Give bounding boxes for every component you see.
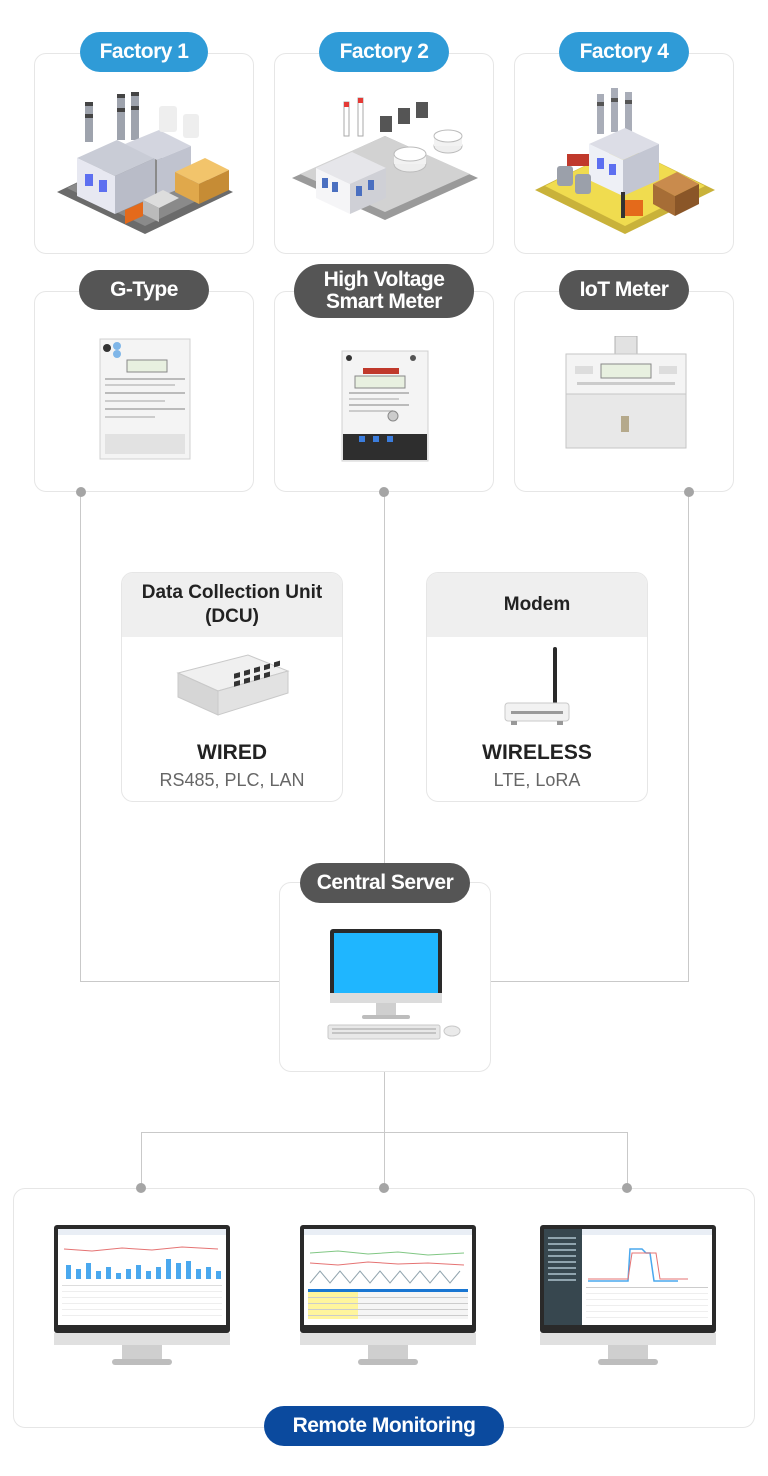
connector-line: [80, 492, 81, 982]
comm-card-modem: Modem WIRELESS LTE, LoRA: [426, 572, 648, 802]
central-server-label: Central Server: [300, 863, 470, 903]
wifi-router-icon: [504, 647, 570, 725]
comm-protocols-wired: RS485, PLC, LAN: [159, 770, 305, 790]
factory-label-1: Factory 1: [80, 32, 208, 72]
meter-label-iot: IoT Meter: [559, 270, 689, 310]
connector-dot: [684, 487, 694, 497]
connector-line: [627, 1132, 628, 1188]
connector-line: [688, 492, 689, 982]
factory-label-4: Factory 4: [559, 32, 689, 72]
meter-label-g-type: G-Type: [79, 270, 209, 310]
comm-header-line: Modem: [503, 594, 571, 615]
comm-header-line: Data Collection Unit: [141, 582, 323, 603]
comm-card-header: Data Collection Unit (DCU): [122, 573, 342, 637]
connector-line: [384, 1072, 385, 1188]
meter-label-high-voltage: High Voltage Smart Meter: [294, 264, 474, 318]
central-server-card: [279, 882, 491, 1072]
connector-dot: [379, 487, 389, 497]
monitor-icon: [540, 1225, 716, 1365]
factory-card-4: [514, 53, 734, 254]
comm-type-wired: WIRED: [197, 741, 267, 764]
monitor-icon: [300, 1225, 476, 1365]
comm-card-dcu: Data Collection Unit (DCU) WIRED RS485, …: [121, 572, 343, 802]
comm-type-wireless: WIRELESS: [482, 741, 592, 764]
meter-icon: [99, 338, 191, 460]
meter-label-line: IoT Meter: [579, 278, 669, 301]
meter-label-line: Smart Meter: [326, 290, 442, 313]
meter-icon: [565, 336, 687, 449]
connector-dot: [379, 1183, 389, 1193]
desktop-computer-icon: [327, 929, 461, 1040]
comm-protocols-wireless: LTE, LoRA: [493, 770, 581, 790]
meter-card-g-type: [34, 291, 254, 492]
meter-icon: [341, 350, 429, 462]
connector-line: [141, 1132, 628, 1133]
meter-card-iot: [514, 291, 734, 492]
connector-dot: [622, 1183, 632, 1193]
comm-card-header: Modem: [427, 573, 647, 637]
connector-dot: [136, 1183, 146, 1193]
factory-icon: [292, 97, 478, 220]
meter-label-line: High Voltage: [323, 268, 445, 291]
connector-line: [141, 1132, 142, 1188]
comm-header-line: (DCU): [205, 606, 259, 627]
remote-monitoring-card: [13, 1188, 755, 1428]
meter-card-high-voltage: [274, 291, 494, 492]
connector-line: [490, 981, 689, 982]
factory-label-2: Factory 2: [319, 32, 449, 72]
connector-dot: [76, 487, 86, 497]
remote-monitoring-label: Remote Monitoring: [264, 1406, 504, 1446]
factory-icon: [57, 92, 233, 234]
meter-label-line: G-Type: [110, 278, 178, 301]
monitor-icon: [54, 1225, 230, 1365]
factory-icon: [535, 88, 715, 234]
factory-card-1: [34, 53, 254, 254]
connector-line: [80, 981, 280, 982]
factory-card-2: [274, 53, 494, 254]
network-switch-icon: [176, 654, 290, 716]
connector-line: [384, 492, 385, 882]
